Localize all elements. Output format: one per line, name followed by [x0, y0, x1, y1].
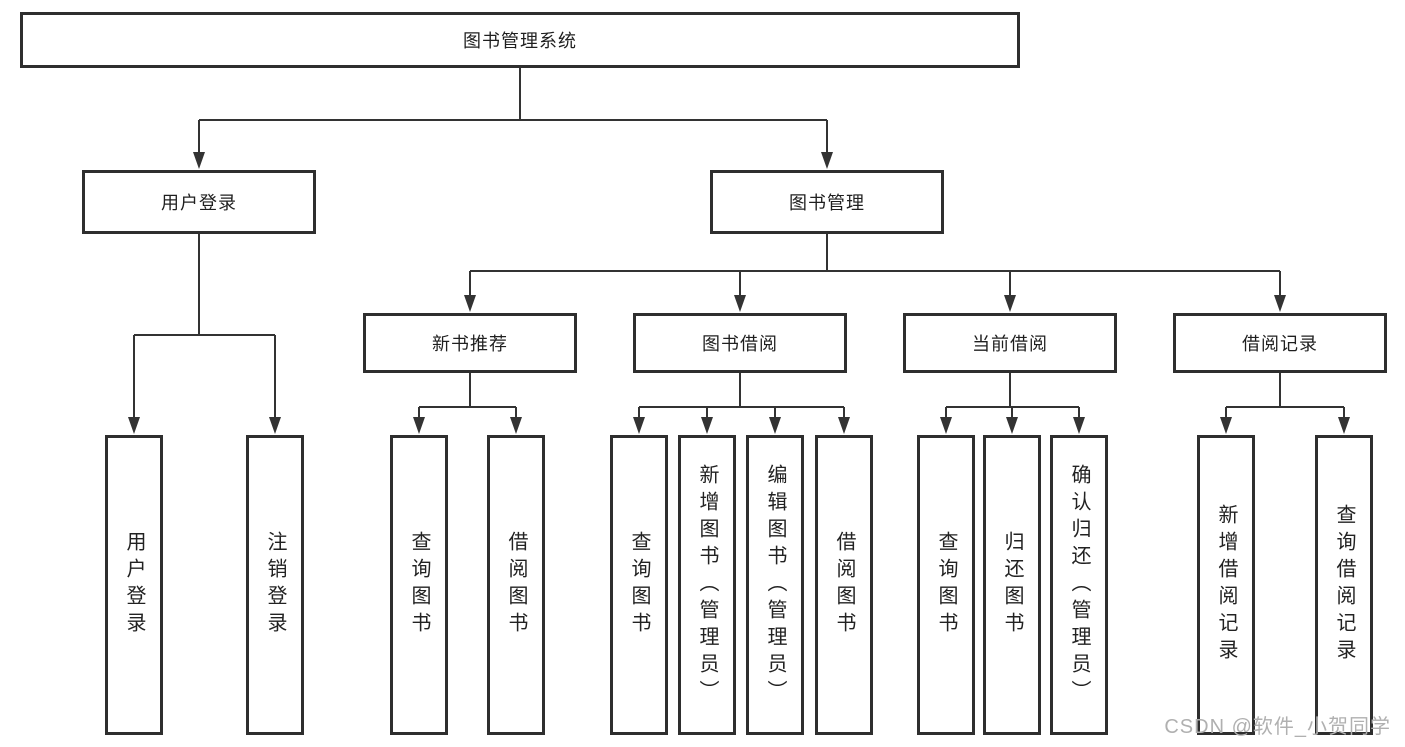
node-borrow-records: 借阅记录: [1173, 313, 1387, 373]
node-current-borrow-label: 当前借阅: [972, 334, 1048, 354]
node-new-book-recommend-label: 新书推荐: [432, 334, 508, 354]
leaf-user-login: 用户登录: [105, 435, 163, 735]
leaf-borrow-books-borrow: 借阅图书: [815, 435, 873, 735]
csdn-watermark: CSDN @软件_小贺同学: [1164, 716, 1391, 738]
leaf-query-borrow-record-label: 查询借阅记录: [1333, 504, 1355, 666]
leaf-return-book: 归还图书: [983, 435, 1041, 735]
leaf-query-books-borrow-label: 查询图书: [628, 531, 650, 639]
node-library-system: 图书管理系统: [20, 12, 1020, 68]
leaf-add-book-admin: 新增图书（管理员）: [678, 435, 736, 735]
node-user-login-label: 用户登录: [161, 193, 237, 213]
leaf-logout-label: 注销登录: [264, 531, 286, 639]
leaf-add-borrow-record: 新增借阅记录: [1197, 435, 1255, 735]
node-book-management: 图书管理: [710, 170, 944, 234]
leaf-query-books-current-label: 查询图书: [935, 531, 957, 639]
node-user-login: 用户登录: [82, 170, 316, 234]
leaf-edit-book-admin-label: 编辑图书（管理员）: [764, 463, 786, 707]
leaf-logout: 注销登录: [246, 435, 304, 735]
leaf-add-book-admin-label: 新增图书（管理员）: [696, 463, 718, 707]
leaf-edit-book-admin: 编辑图书（管理员）: [746, 435, 804, 735]
leaf-query-books-current: 查询图书: [917, 435, 975, 735]
leaf-borrow-books-recommend-label: 借阅图书: [505, 531, 527, 639]
leaf-query-books-recommend: 查询图书: [390, 435, 448, 735]
node-new-book-recommend: 新书推荐: [363, 313, 577, 373]
leaf-query-books-borrow: 查询图书: [610, 435, 668, 735]
leaf-add-borrow-record-label: 新增借阅记录: [1215, 504, 1237, 666]
node-borrow-records-label: 借阅记录: [1242, 334, 1318, 354]
leaf-confirm-return-admin: 确认归还（管理员）: [1050, 435, 1108, 735]
leaf-user-login-label: 用户登录: [123, 531, 145, 639]
node-book-borrow: 图书借阅: [633, 313, 847, 373]
leaf-confirm-return-admin-label: 确认归还（管理员）: [1068, 463, 1090, 707]
node-book-borrow-label: 图书借阅: [702, 334, 778, 354]
node-library-system-label: 图书管理系统: [463, 31, 577, 51]
leaf-return-book-label: 归还图书: [1001, 531, 1023, 639]
node-current-borrow: 当前借阅: [903, 313, 1117, 373]
leaf-query-books-recommend-label: 查询图书: [408, 531, 430, 639]
node-book-management-label: 图书管理: [789, 193, 865, 213]
leaf-query-borrow-record: 查询借阅记录: [1315, 435, 1373, 735]
leaf-borrow-books-borrow-label: 借阅图书: [833, 531, 855, 639]
leaf-borrow-books-recommend: 借阅图书: [487, 435, 545, 735]
